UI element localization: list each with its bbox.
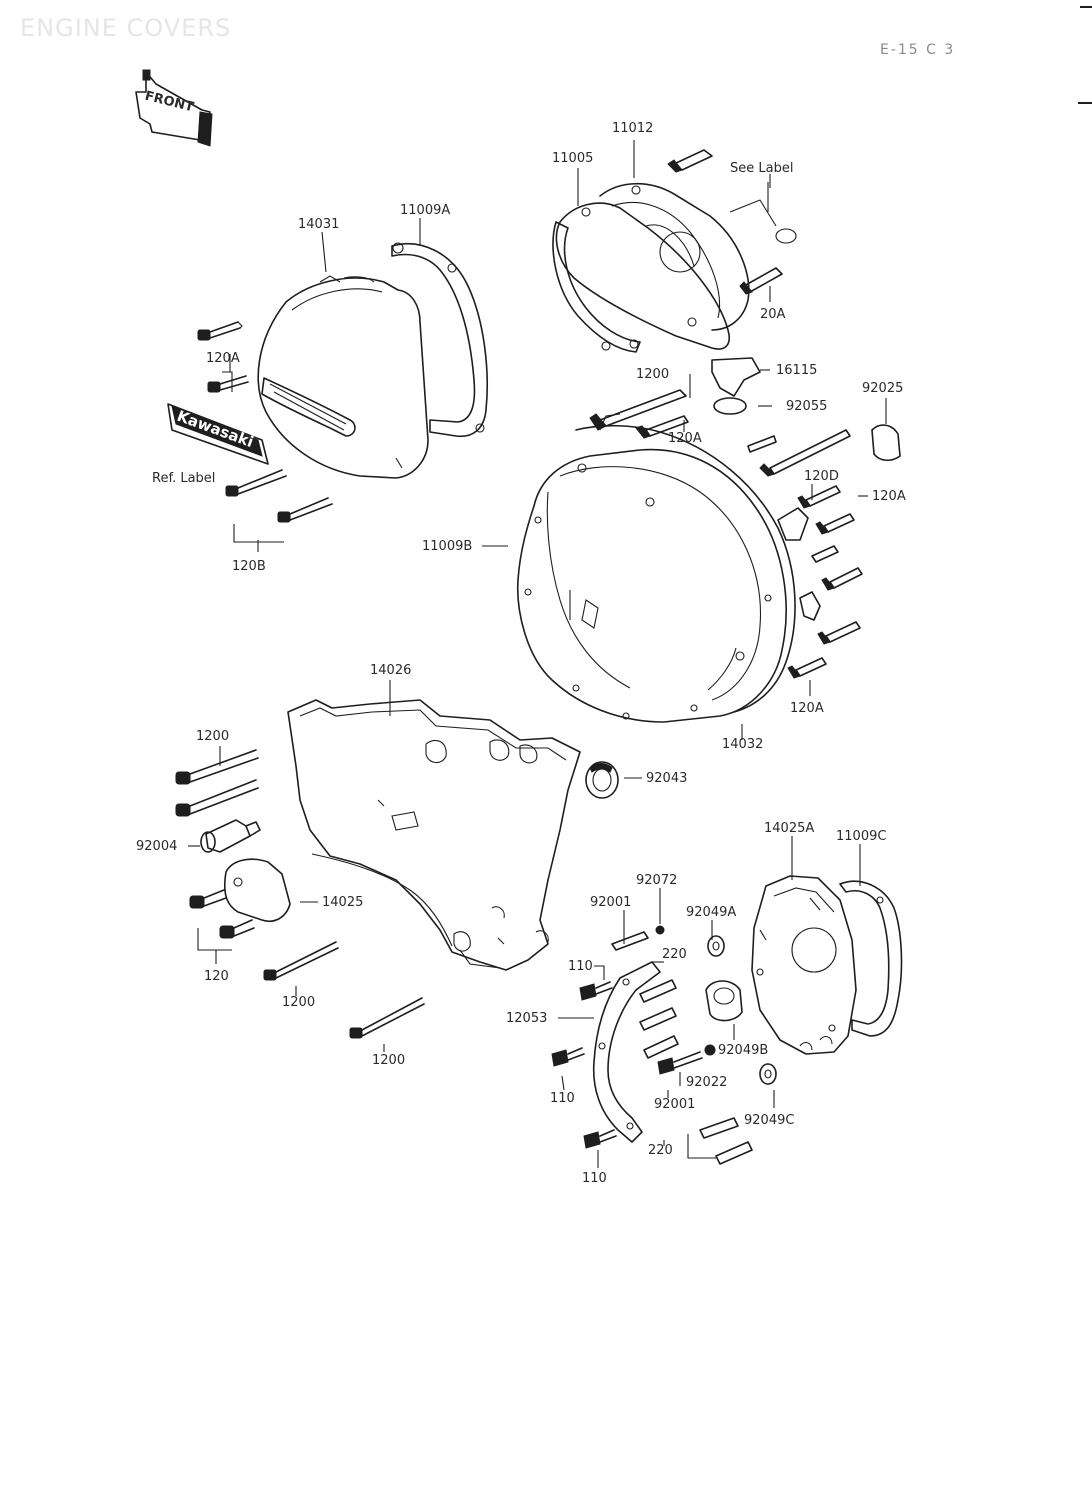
bolt-120a-right-3 <box>811 545 839 563</box>
bolt-120-left-2 <box>219 919 255 939</box>
label-11009a: 11009A <box>400 203 450 218</box>
label-92043: 92043 <box>646 771 687 786</box>
label-110-1: 110 <box>568 959 593 974</box>
bolt-110-top <box>579 981 613 1001</box>
label-14031: 14031 <box>298 217 339 232</box>
label-20a: 20A <box>760 307 786 322</box>
page-code: E-15 C 3 <box>880 42 956 58</box>
label-1200-2: 1200 <box>196 729 229 744</box>
bolt-1200-left-1 <box>175 749 259 785</box>
front-direction-tag: FRONT <box>135 69 213 147</box>
bolt-1200-lower-1 <box>263 941 339 981</box>
label-92004: 92004 <box>136 839 177 854</box>
label-1200-4: 1200 <box>372 1053 405 1068</box>
chain-cover-14025a <box>751 875 903 1055</box>
label-92001-1: 92001 <box>590 895 631 910</box>
generator-cover-14031 <box>257 242 488 479</box>
edge-mark-top <box>1080 6 1092 8</box>
label-110-3: 110 <box>582 1171 607 1186</box>
label-14025a: 14025A <box>764 821 814 836</box>
bolts-220-lower-group <box>699 1117 753 1165</box>
bolt-120a-mid <box>635 415 689 439</box>
label-14032: 14032 <box>722 737 763 752</box>
label-220-2: 220 <box>648 1143 673 1158</box>
label-14025: 14025 <box>322 895 363 910</box>
part-labels: 11012 11005 See Label 11009A 14031 20A 1… <box>136 121 906 1186</box>
bolt-120b-upper <box>225 469 287 497</box>
label-120a-4: 120A <box>790 701 824 716</box>
washer-92049a <box>707 935 725 957</box>
label-120a-3: 120A <box>872 489 906 504</box>
label-92025: 92025 <box>862 381 903 396</box>
label-120-2: 120 <box>204 969 229 984</box>
label-11009c: 11009C <box>836 829 886 844</box>
bolt-1200-left-2 <box>175 779 259 817</box>
label-12053: 12053 <box>506 1011 547 1026</box>
label-92049c: 92049C <box>744 1113 794 1128</box>
bolt-110-bottom <box>583 1129 617 1149</box>
label-220-1: 220 <box>662 947 687 962</box>
label-110-2: 110 <box>550 1091 575 1106</box>
switch-cover-14025 <box>223 858 291 922</box>
bolts-220-upper-group <box>639 979 679 1059</box>
label-92049b: 92049B <box>718 1043 768 1058</box>
bolt-92022 <box>657 1051 703 1075</box>
emblem-text: Kawasaki <box>175 407 256 451</box>
label-120b: 120B <box>232 559 266 574</box>
spacer-92049b <box>704 980 743 1056</box>
label-92049a: 92049A <box>686 905 736 920</box>
bolt-120b-lower <box>277 497 333 523</box>
bolt-short-1 <box>747 435 777 453</box>
bolt-120a-right-4 <box>821 567 863 591</box>
sprocket-cover-14026 <box>287 699 581 971</box>
label-92001-2: 92001 <box>654 1097 695 1112</box>
label-120d: 120D <box>804 469 839 484</box>
label-ref-label: Ref. Label <box>152 471 215 486</box>
bolt-120a-upper <box>197 321 243 341</box>
label-16115: 16115 <box>776 363 817 378</box>
bolt-1200-upper <box>589 389 687 431</box>
label-11009b: 11009B <box>422 539 472 554</box>
label-120a-1: 120A <box>206 351 240 366</box>
front-tag-label: FRONT <box>143 89 195 116</box>
bolt-92001-top <box>611 925 665 951</box>
oil-seal-92043 <box>585 761 619 799</box>
breather-fitting-92004 <box>200 819 261 853</box>
bolt-120d-long <box>759 429 851 477</box>
label-14026: 14026 <box>370 663 411 678</box>
chain-guide-12053 <box>592 961 661 1143</box>
bolt-120a-right-5 <box>817 621 861 645</box>
washer-92049c <box>759 1063 777 1085</box>
leader-lines <box>188 140 887 1168</box>
kawasaki-emblem: Kawasaki <box>167 403 269 465</box>
clutch-cover-14032 <box>516 357 901 723</box>
label-see-label: See Label <box>730 161 793 176</box>
bolt-120a-lower <box>207 375 249 393</box>
bolt-1200-lower-2 <box>349 997 425 1039</box>
clutch-cover-11012 <box>552 149 797 353</box>
label-11012: 11012 <box>612 121 653 136</box>
label-1200-1: 1200 <box>636 367 669 382</box>
edge-mark-middle <box>1078 102 1092 104</box>
label-120a-2: 120A <box>668 431 702 446</box>
label-11005: 11005 <box>552 151 593 166</box>
label-92022: 92022 <box>686 1075 727 1090</box>
bolt-120a-right-1 <box>797 485 841 509</box>
label-92072: 92072 <box>636 873 677 888</box>
page-title: ENGINE COVERS <box>20 14 232 42</box>
bolt-120-left-1 <box>189 889 227 909</box>
label-92055: 92055 <box>786 399 827 414</box>
bolt-110-mid <box>551 1047 585 1067</box>
bolt-120a-right-2 <box>815 513 855 535</box>
label-1200-3: 1200 <box>282 995 315 1010</box>
bolt-120a-right-6 <box>787 657 827 679</box>
